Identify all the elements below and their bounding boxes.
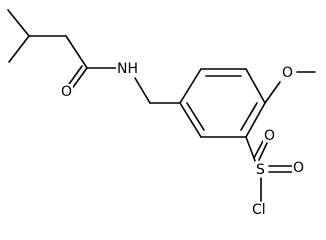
- bond-methyl-upper: [7, 9, 30, 37]
- bond-methyl-lower: [8, 35, 30, 63]
- bond-carbonyl-double-a: [70, 67, 88, 91]
- atom-label-chlorine: Cl: [252, 202, 266, 218]
- atom-label-methoxy-oxygen: O: [282, 65, 293, 81]
- chemical-structure-diagram: O NH O S O O Cl: [7, 9, 316, 218]
- atom-label-sulfur: S: [256, 162, 265, 178]
- ring-inner-2: [240, 102, 258, 131]
- atom-label-carbonyl-oxygen: O: [61, 84, 72, 100]
- atom-label-amide-nitrogen: NH: [117, 61, 138, 77]
- ring-bond-6: [179, 102, 202, 138]
- ring-bond-4: [245, 102, 266, 138]
- atom-label-sulfonyl-oxygen-upper: O: [264, 128, 275, 144]
- bond-layer: [7, 9, 316, 202]
- ring-bond-1: [179, 68, 202, 104]
- atom-label-layer: O NH O S O O Cl: [60, 61, 305, 218]
- ring-inner-3: [186, 102, 205, 131]
- bond-ring-o-methoxy: [264, 81, 281, 104]
- atom-label-sulfonyl-oxygen-right: O: [293, 160, 304, 176]
- ring-bond-3: [245, 68, 266, 104]
- bond-ch2-carbonyl: [65, 35, 88, 69]
- bond-s-o-upper-b: [258, 142, 268, 161]
- bond-carbonyl-double-b: [66, 65, 83, 88]
- bond-s-o-upper-a: [253, 140, 264, 159]
- bond-n-ch2: [134, 77, 151, 104]
